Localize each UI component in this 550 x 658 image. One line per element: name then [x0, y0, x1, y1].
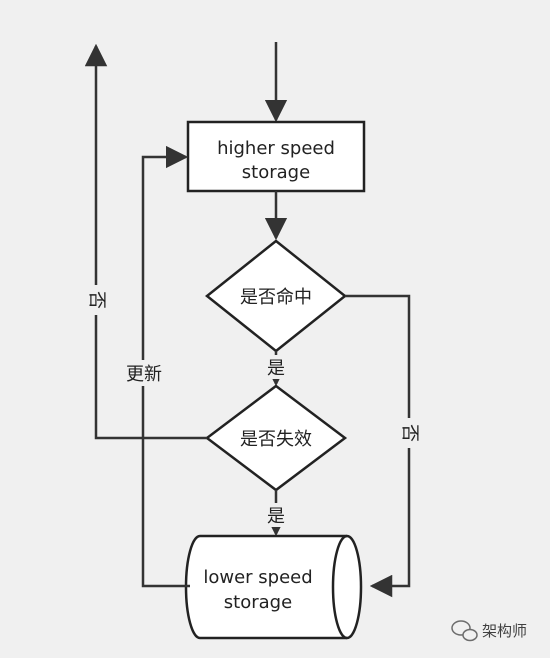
- higher-speed-storage-label-1: higher speed: [217, 138, 335, 159]
- lower-speed-storage-node: lower speed storage: [184, 534, 363, 640]
- invalid-no-label: 否: [86, 291, 107, 309]
- higher-speed-storage-node: higher speed storage: [186, 120, 366, 193]
- invalid-check-node: 是否失效: [204, 384, 348, 492]
- hit-yes-label: 是: [267, 358, 285, 379]
- arrow-invalid-no: [84, 43, 207, 440]
- hit-no-label: 否: [399, 424, 420, 442]
- hit-check-node: 是否命中: [204, 239, 348, 353]
- lower-speed-storage-label-1: lower speed: [203, 567, 312, 588]
- hit-check-label: 是否命中: [240, 287, 312, 308]
- lower-speed-storage-label-2: storage: [224, 592, 292, 613]
- watermark: 架构师: [451, 620, 527, 642]
- invalid-yes-label: 是: [267, 506, 285, 527]
- invalid-check-label: 是否失效: [240, 429, 312, 450]
- update-label: 更新: [126, 364, 162, 385]
- wechat-icon: [451, 620, 478, 642]
- watermark-text: 架构师: [482, 622, 527, 640]
- higher-speed-storage-label-2: storage: [242, 162, 310, 183]
